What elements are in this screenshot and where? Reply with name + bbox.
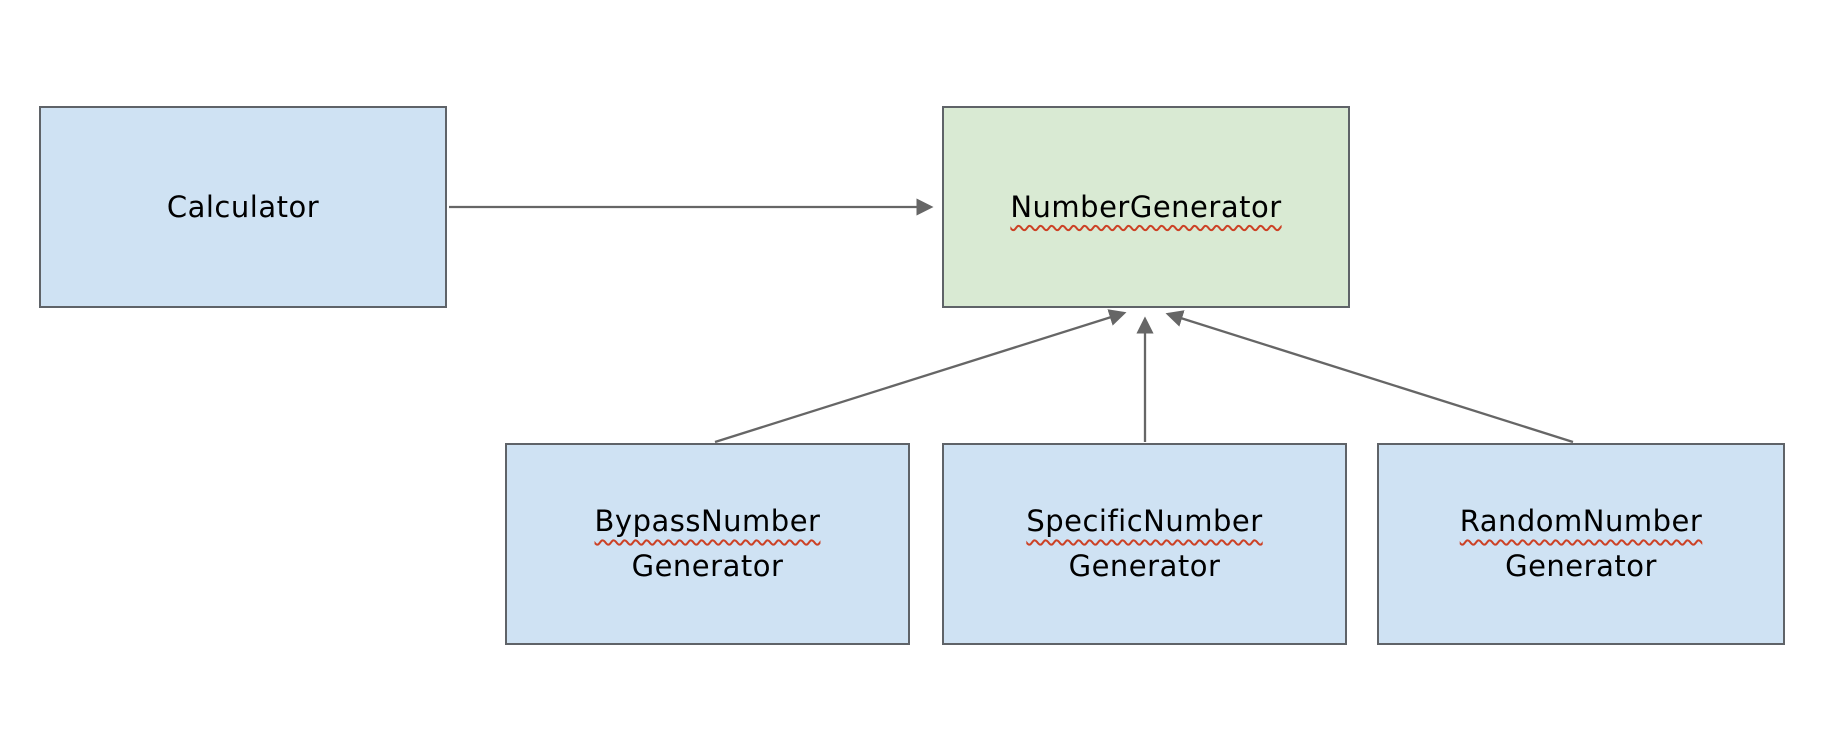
node-random-number-generator-label-line2: Generator [1505, 549, 1657, 583]
node-number-generator[interactable]: NumberGenerator [942, 106, 1350, 308]
node-bypass-number-generator-label-line2: Generator [631, 549, 784, 583]
node-specific-number-generator-label-line1: SpecificNumber [1026, 504, 1263, 538]
node-random-number-generator-label-line1: RandomNumber [1459, 504, 1703, 538]
edge-random-to-numbergenerator[interactable] [1165, 310, 1574, 444]
node-random-number-generator[interactable]: RandomNumber Generator [1377, 443, 1785, 645]
node-bypass-number-generator[interactable]: BypassNumber Generator [505, 443, 910, 645]
node-bypass-number-generator-label-line1: BypassNumber [594, 504, 821, 538]
edge-bypass-to-numbergenerator[interactable] [714, 309, 1127, 444]
node-calculator[interactable]: Calculator [39, 106, 447, 308]
node-specific-number-generator[interactable]: SpecificNumber Generator [942, 443, 1347, 645]
node-number-generator-label: NumberGenerator [1010, 189, 1282, 224]
node-calculator-label: Calculator [166, 189, 320, 224]
node-specific-number-generator-label-line2: Generator [1068, 549, 1221, 583]
